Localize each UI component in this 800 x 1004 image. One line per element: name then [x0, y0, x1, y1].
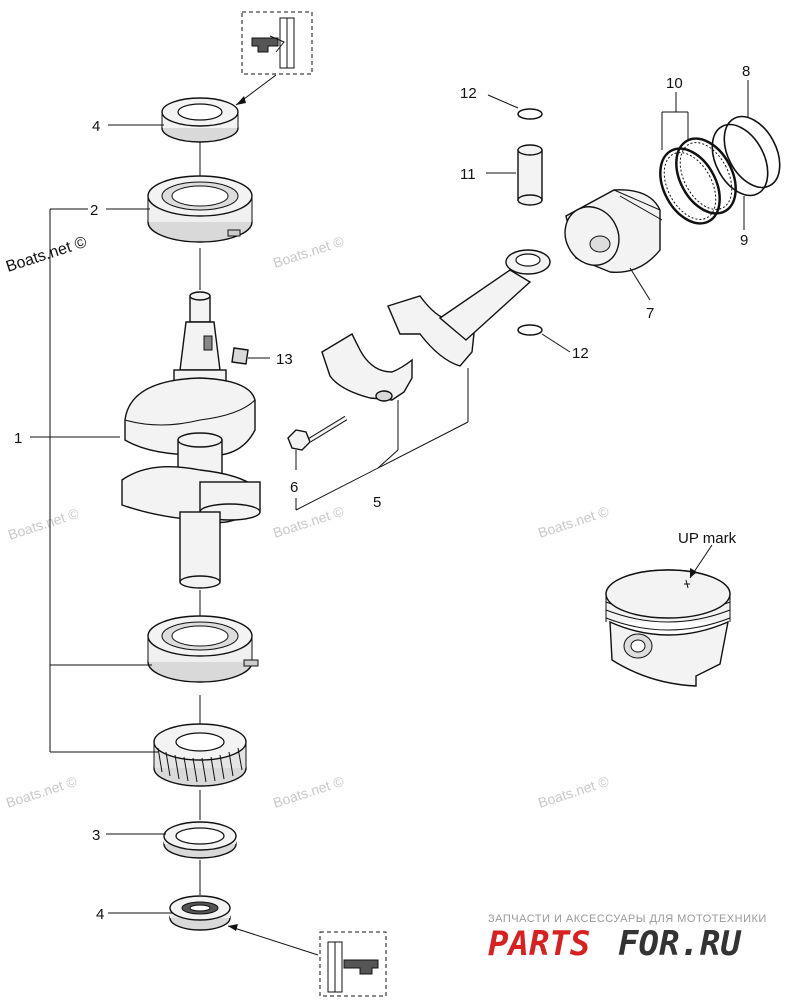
- crankshaft: [121, 291, 261, 589]
- callout-3: 3: [92, 827, 100, 844]
- seal-detail-inset-top: [235, 11, 313, 106]
- piston: [564, 189, 663, 274]
- watermark: Boats.net ©: [536, 503, 611, 541]
- piston-up-mark-view: [605, 544, 731, 687]
- seal-detail-inset-bottom: [227, 924, 387, 997]
- circlip-bottom: [517, 324, 543, 336]
- callout-5: 5: [373, 494, 381, 511]
- callout-4-bottom: 4: [96, 906, 104, 923]
- callout-7: 7: [646, 305, 654, 322]
- watermark: Boats.net ©: [4, 773, 79, 811]
- callout-1: 1: [14, 430, 22, 447]
- connecting-rod-cap: [321, 333, 413, 402]
- callout-6: 6: [290, 479, 298, 496]
- site-caption: ЗАПЧАСТИ И АКСЕССУАРЫ ДЛЯ МОТОТЕХНИКИ: [488, 913, 767, 925]
- circlip-top: [517, 108, 543, 120]
- watermarks: Boats.net © Boats.net © Boats.net © Boat…: [4, 233, 611, 811]
- ball-bearing-bottom: [147, 615, 259, 683]
- watermark-main: Boats.net ©: [4, 234, 89, 276]
- oil-seal-top: [161, 97, 239, 143]
- up-mark-label: UP mark: [678, 530, 737, 547]
- site-logo: ЗАПЧАСТИ И АКСЕССУАРЫ ДЛЯ МОТОТЕХНИКИ PA…: [488, 913, 767, 964]
- callout-2: 2: [90, 202, 98, 219]
- callout-12-bottom: 12: [572, 345, 589, 362]
- watermark: Boats.net ©: [271, 503, 346, 541]
- callout-12-top: 12: [460, 85, 477, 102]
- callout-numbers: 4 2 1 13 6 5 3 4 12 11 12 10 8 9 7 UP ma…: [14, 63, 750, 923]
- callout-11: 11: [460, 166, 476, 183]
- ball-bearing-top: [147, 175, 253, 243]
- watermark: Boats.net ©: [271, 233, 346, 271]
- watermark: Boats.net ©: [271, 773, 346, 811]
- site-logo-forru: FOR.RU: [618, 924, 742, 964]
- woodruff-key: [231, 347, 249, 365]
- piston-pin: [517, 144, 543, 206]
- leader-lines: [30, 80, 749, 914]
- oil-seal-bottom: [169, 895, 231, 931]
- site-logo-parts: PARTS: [488, 924, 590, 964]
- callout-13: 13: [276, 351, 293, 368]
- callout-8: 8: [742, 63, 750, 80]
- cap-bolt: [287, 415, 348, 451]
- callout-4-top: 4: [92, 118, 100, 135]
- watermark: Boats.net ©: [536, 773, 611, 811]
- washer: [163, 821, 237, 859]
- connecting-rod: [387, 249, 551, 367]
- callout-10: 10: [666, 75, 683, 92]
- watermark: Boats.net ©: [6, 505, 81, 543]
- piston-ring-set: [659, 115, 781, 225]
- crankshaft-gear: [153, 723, 247, 787]
- callout-9: 9: [740, 232, 748, 249]
